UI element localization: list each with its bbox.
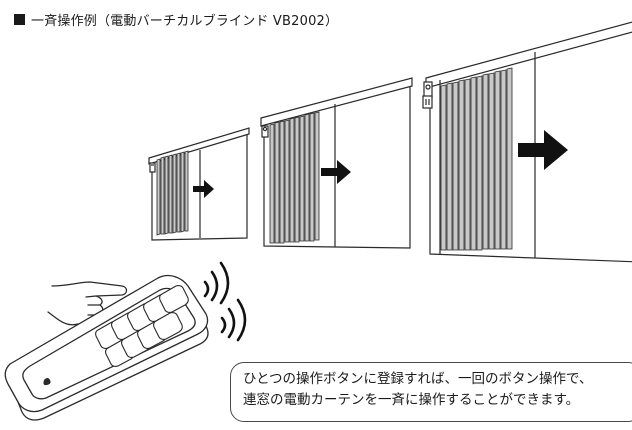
caption-line-1: ひとつの操作ボタンに登録すれば、一回のボタン操作で、 xyxy=(243,371,593,387)
caption-line-2: 連窓の電動カーテンを一斉に操作することができます。 xyxy=(243,392,580,408)
figure-heading-text: 一斉操作例（電動バーチカルブラインド VB2002） xyxy=(31,13,339,29)
caption-box: ひとつの操作ボタンに登録すれば、一回のボタン操作で、 連窓の電動カーテンを一斉に… xyxy=(230,362,632,422)
window-unit-1 xyxy=(148,127,250,241)
square-bullet-icon xyxy=(14,13,25,25)
window-unit-2 xyxy=(260,77,413,249)
signal-waves-icon xyxy=(203,261,247,342)
window-unit-3 xyxy=(422,21,632,263)
figure-heading: 一斉操作例（電動バーチカルブラインド VB2002） xyxy=(14,8,338,30)
remote-control xyxy=(4,274,209,421)
